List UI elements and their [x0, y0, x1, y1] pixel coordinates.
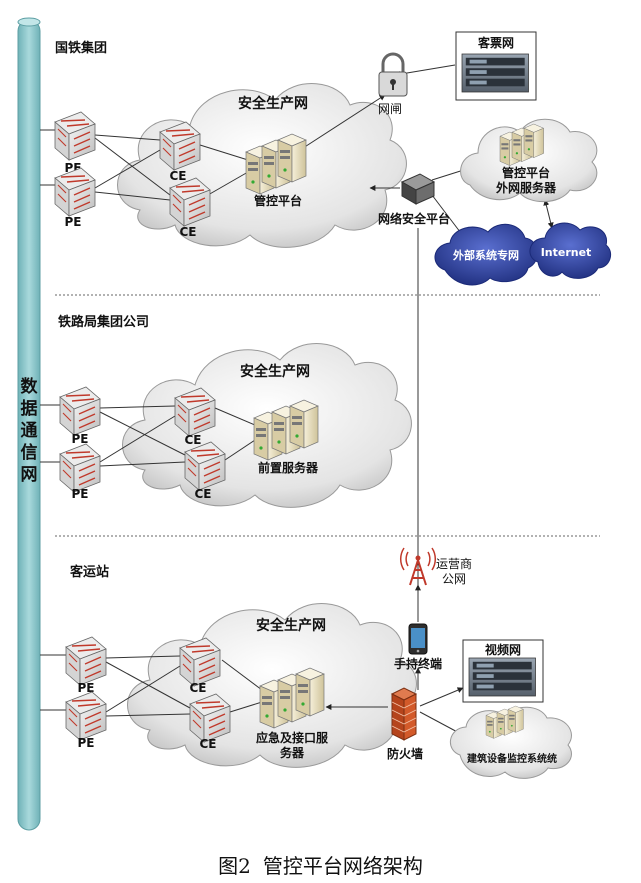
platform-label: 管控平台	[254, 193, 302, 208]
phone-icon	[408, 623, 428, 655]
bus-char: 数	[21, 376, 39, 397]
cloud-building-monitor	[450, 706, 572, 779]
ce-label: CE	[169, 169, 186, 183]
bus-char: 据	[21, 398, 38, 419]
bus-char: 信	[21, 442, 38, 463]
pe-router	[54, 167, 96, 217]
data-comm-bus	[17, 17, 41, 831]
security-platform-device	[400, 173, 436, 205]
cloud-internet	[529, 222, 612, 279]
ce-label: CE	[184, 433, 201, 447]
figure-number: 图2	[218, 854, 251, 878]
ext-server-label: 外网服务器	[496, 180, 557, 195]
lock-icon	[378, 52, 408, 97]
security-platform-label: 网络安全平台	[378, 211, 450, 226]
firewall-label: 防火墙	[387, 746, 423, 761]
video-label: 视频网	[485, 642, 521, 657]
figure-caption: 图2 管控平台网络架构	[0, 850, 641, 879]
app-server-label: 应急及接口服	[256, 730, 329, 745]
pe-label: PE	[72, 487, 89, 501]
ticket-label: 客票网	[477, 35, 514, 50]
pe-router	[54, 111, 96, 161]
internet-label: Internet	[541, 246, 592, 259]
ce-label: CE	[189, 681, 206, 695]
bus-char: 网	[21, 465, 38, 485]
section-title-station: 客运站	[70, 564, 109, 580]
ext-server-label: 管控平台	[502, 165, 550, 180]
ce-label: CE	[179, 225, 196, 239]
ticket-network-box	[455, 31, 537, 101]
bus-label: 数 据 通 信 网	[21, 376, 39, 485]
cloud-title-station: 安全生产网	[256, 617, 326, 634]
pe-label: PE	[78, 681, 95, 695]
cloud-title-group: 安全生产网	[238, 95, 308, 112]
section-title-bureau: 铁路局集团公司	[57, 314, 149, 330]
pe-label: PE	[72, 432, 89, 446]
operator-label: 运营商	[436, 556, 472, 571]
app-server-label: 务器	[280, 745, 305, 760]
pe-router	[59, 443, 101, 493]
figure-title: 管控平台网络架构	[262, 854, 423, 878]
cloud-ext-server	[460, 118, 598, 203]
bus-char: 通	[21, 421, 38, 441]
front-server-label: 前置服务器	[258, 460, 319, 475]
pe-label: PE	[65, 215, 82, 229]
external-network-label: 外部系统专网	[452, 248, 519, 262]
building-label: 建筑设备监控系统统	[466, 752, 557, 765]
pe-router	[65, 691, 107, 741]
ce-label: CE	[199, 737, 216, 751]
handheld-label: 手持终端	[394, 656, 442, 671]
links-bureau	[40, 404, 256, 467]
firewall-icon	[390, 687, 418, 741]
operator-label: 公网	[442, 572, 466, 586]
cloud-title-bureau: 安全生产网	[240, 363, 310, 380]
cloud-external-network	[434, 223, 538, 286]
video-network-box	[462, 639, 544, 703]
pe-label: PE	[78, 736, 95, 750]
pe-router	[59, 386, 101, 436]
cell-tower-icon	[400, 547, 436, 586]
section-title-group: 国铁集团	[55, 40, 107, 56]
network-diagram: 数 据 通 信 网 国铁集团 铁路局集团公司 客运站 安全生产网 PE PE C…	[17, 17, 612, 831]
gate-label: 网闸	[378, 102, 402, 116]
pe-router	[65, 636, 107, 686]
ce-label: CE	[194, 487, 211, 501]
